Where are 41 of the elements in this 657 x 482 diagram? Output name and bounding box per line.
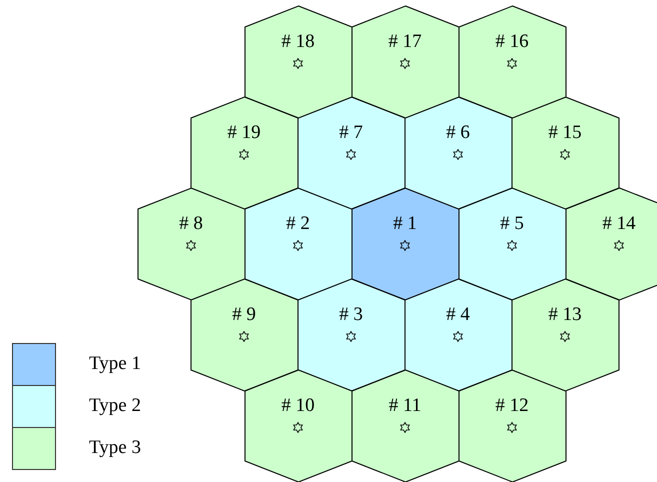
cell-label: # 11 bbox=[388, 396, 422, 416]
hexagon-cell bbox=[458, 370, 566, 482]
hexagon-cell bbox=[190, 279, 298, 391]
cell-label: # 8 bbox=[179, 214, 203, 234]
hexagon-cell bbox=[244, 6, 352, 118]
cell-label: # 13 bbox=[548, 305, 582, 325]
hexagon-cell bbox=[352, 6, 458, 118]
cell-label: # 17 bbox=[388, 32, 422, 52]
cell-label: # 14 bbox=[602, 214, 636, 234]
hexagon-cell bbox=[298, 97, 404, 209]
hexagon-cell bbox=[404, 97, 512, 209]
cell-label: # 9 bbox=[232, 305, 256, 325]
hexagon-cell bbox=[244, 370, 352, 482]
legend-label: Type 3 bbox=[89, 438, 141, 458]
cell-label: # 2 bbox=[286, 214, 310, 234]
cell-label: # 10 bbox=[281, 396, 315, 416]
cell-label: # 16 bbox=[495, 32, 529, 52]
legend-label: Type 2 bbox=[89, 396, 141, 416]
cell-label: # 7 bbox=[339, 123, 363, 143]
cell-label: # 15 bbox=[548, 123, 582, 143]
cell-label: # 18 bbox=[281, 32, 315, 52]
hexagon-cell bbox=[298, 279, 404, 391]
cell-label: # 12 bbox=[495, 396, 529, 416]
cell-label: # 5 bbox=[500, 214, 524, 234]
hexagon-cell bbox=[512, 97, 618, 209]
hexagon-cell bbox=[352, 188, 458, 300]
hexagon-cell bbox=[566, 188, 657, 300]
hexagon-cell bbox=[138, 188, 244, 300]
cell-label: # 1 bbox=[393, 214, 417, 234]
hexagon-cell bbox=[458, 188, 566, 300]
hexagon-cell bbox=[458, 6, 566, 118]
hexagon-cell bbox=[512, 279, 618, 391]
hexagon-cell bbox=[404, 279, 512, 391]
legend-label: Type 1 bbox=[89, 354, 141, 374]
hexagon-cell bbox=[352, 370, 458, 482]
cell-label: # 3 bbox=[339, 305, 363, 325]
hexagon-cell bbox=[244, 188, 352, 300]
cell-label: # 19 bbox=[227, 123, 261, 143]
hexagon-cell bbox=[190, 97, 298, 209]
cell-label: # 4 bbox=[446, 305, 470, 325]
cell-label: # 6 bbox=[446, 123, 470, 143]
